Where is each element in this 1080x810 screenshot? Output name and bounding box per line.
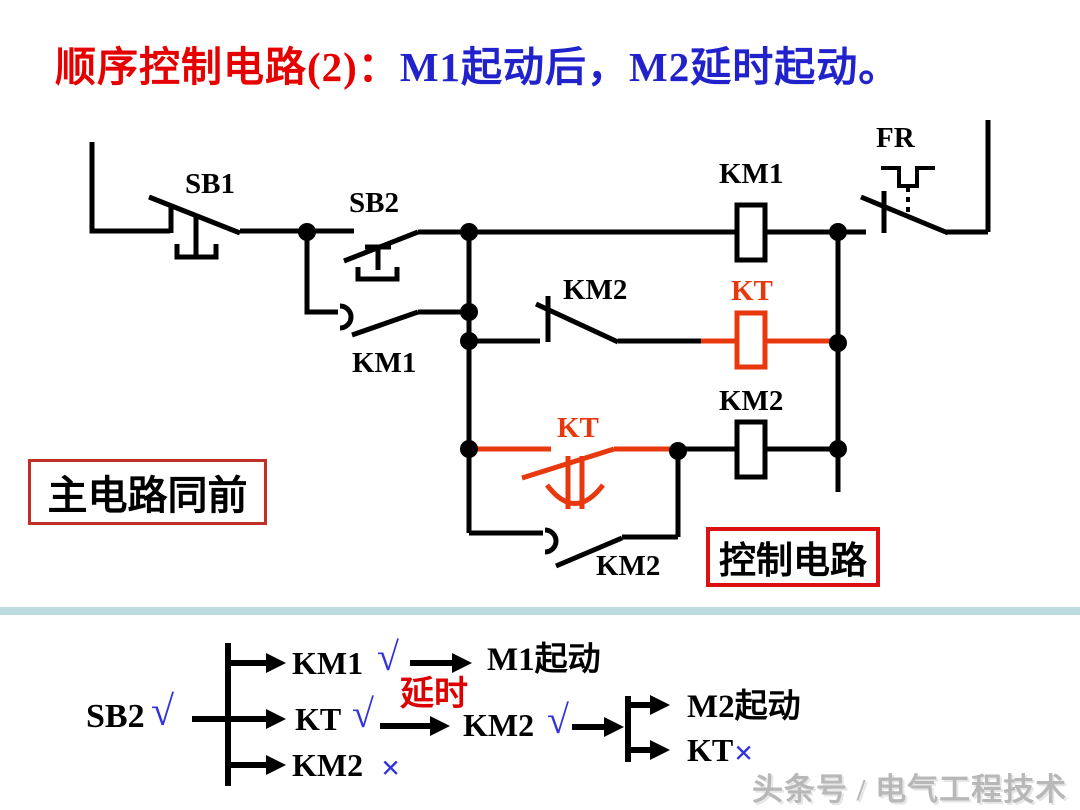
kt-coil-label: KT bbox=[731, 275, 773, 307]
fr-label: FR bbox=[876, 122, 915, 154]
flow-km2on-label: KM2 bbox=[463, 707, 535, 743]
km2-coil bbox=[734, 419, 768, 480]
km1-aux-label: KM1 bbox=[352, 347, 417, 379]
km2-interlock-contact bbox=[469, 296, 701, 345]
sb1-stop-button bbox=[148, 194, 241, 260]
flow-km1-mark: √ bbox=[377, 634, 399, 679]
flow-kt-mark: √ bbox=[352, 691, 374, 736]
flow-lines bbox=[192, 643, 650, 786]
fr-overload-contact bbox=[860, 166, 988, 236]
km2-aux-label: KM2 bbox=[596, 550, 661, 582]
km1-coil-label: KM1 bbox=[719, 158, 784, 190]
flow-ktoff-label: KT bbox=[687, 732, 734, 768]
flow-km2off-label: KM2 bbox=[292, 747, 364, 783]
sb1-label: SB1 bbox=[185, 168, 235, 200]
kt-coil bbox=[734, 310, 768, 370]
kt-delay-contact bbox=[475, 446, 670, 509]
sb2-start-button bbox=[343, 229, 419, 282]
flow-m1-result: M1起动 bbox=[487, 642, 601, 678]
flow-start-label: SB2 bbox=[86, 698, 145, 735]
flow-arrowheads bbox=[266, 653, 670, 775]
flow-km1-label: KM1 bbox=[292, 645, 364, 681]
control-circuit-note: 控制电路 bbox=[706, 527, 880, 587]
flow-ktoff-mark: × bbox=[734, 735, 754, 772]
title-red-part: 顺序控制电路(2)： bbox=[55, 44, 400, 90]
kt-coil-branch bbox=[701, 310, 838, 370]
km2-aux-contact bbox=[469, 453, 681, 569]
junction-dots bbox=[298, 223, 847, 460]
km2-coil-label: KM2 bbox=[719, 385, 784, 417]
flow-m2-result: M2起动 bbox=[687, 689, 801, 725]
title-blue-part: M1起动后，M2延时起动。 bbox=[399, 44, 901, 90]
flow-start-mark: √ bbox=[151, 689, 175, 735]
km2-coil-branch bbox=[684, 419, 838, 480]
section-divider bbox=[0, 607, 1080, 615]
flow-km2on-mark: √ bbox=[547, 697, 569, 742]
kt-delay-label: KT bbox=[557, 412, 599, 444]
left-supply-rail bbox=[89, 142, 170, 234]
flow-kt-label: KT bbox=[295, 701, 342, 737]
flow-km2off-mark: × bbox=[381, 750, 401, 787]
page-title: 顺序控制电路(2)：M1起动后，M2延时起动。 bbox=[55, 33, 900, 93]
sb2-label: SB2 bbox=[349, 187, 399, 219]
km1-coil bbox=[734, 202, 768, 263]
km2-interlock-label: KM2 bbox=[563, 274, 628, 306]
watermark: 头条号 / 电气工程技术 bbox=[752, 772, 1068, 807]
main-circuit-note: 主电路同前 bbox=[28, 459, 267, 525]
flow-delay-label: 延时 bbox=[400, 676, 468, 713]
